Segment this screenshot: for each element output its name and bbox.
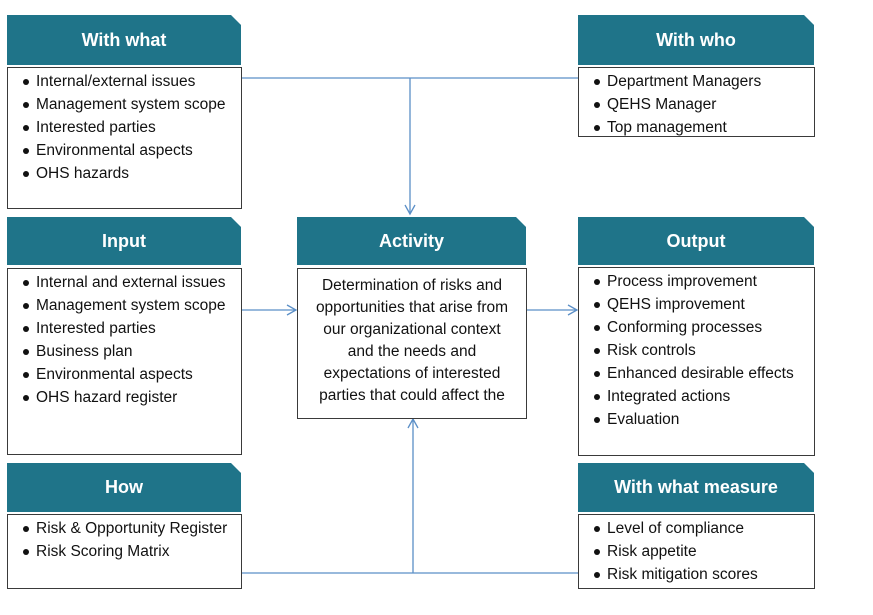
how-list: Risk & Opportunity Register Risk Scoring… bbox=[8, 515, 241, 563]
list-item: Environmental aspects bbox=[23, 139, 229, 162]
list-item: Internal and external issues bbox=[23, 271, 229, 294]
with-what-measure-title: With what measure bbox=[614, 477, 778, 497]
input-box: Internal and external issues Management … bbox=[7, 268, 242, 455]
with-what-box: Internal/external issues Management syst… bbox=[7, 67, 242, 209]
list-item: Level of compliance bbox=[594, 517, 802, 540]
list-item: Process improvement bbox=[594, 270, 802, 293]
list-item: Business plan bbox=[23, 340, 229, 363]
with-what-measure-header: With what measure bbox=[578, 463, 814, 512]
list-item: Department Managers bbox=[594, 70, 802, 93]
list-item: Risk controls bbox=[594, 339, 802, 362]
list-item: Conforming processes bbox=[594, 316, 802, 339]
list-item: QEHS Manager bbox=[594, 93, 802, 116]
list-item: Risk appetite bbox=[594, 540, 802, 563]
list-item: Top management bbox=[594, 116, 802, 136]
list-item: QEHS improvement bbox=[594, 293, 802, 316]
with-who-header: With who bbox=[578, 15, 814, 65]
with-who-title: With who bbox=[656, 29, 736, 50]
input-header: Input bbox=[7, 217, 241, 265]
list-item: Risk & Opportunity Register bbox=[23, 517, 229, 540]
list-item: OHS hazards bbox=[23, 162, 229, 185]
how-header: How bbox=[7, 463, 241, 512]
list-item: Risk mitigation scores bbox=[594, 563, 802, 586]
activity-header: Activity bbox=[297, 217, 526, 265]
list-item: Management system scope bbox=[23, 294, 229, 317]
with-what-list: Internal/external issues Management syst… bbox=[8, 68, 241, 185]
list-item: Internal/external issues bbox=[23, 70, 229, 93]
list-item: Management system scope bbox=[23, 93, 229, 116]
activity-title: Activity bbox=[378, 230, 445, 251]
list-item: OHS hazard register bbox=[23, 386, 229, 409]
with-what-header: With what bbox=[7, 15, 241, 65]
list-item: Enhanced desirable effects bbox=[594, 362, 802, 385]
output-list: Process improvement QEHS improvement Con… bbox=[579, 268, 814, 431]
input-list: Internal and external issues Management … bbox=[8, 269, 241, 409]
how-box: Risk & Opportunity Register Risk Scoring… bbox=[7, 514, 242, 589]
output-box: Process improvement QEHS improvement Con… bbox=[578, 267, 815, 456]
with-who-box: Department Managers QEHS Manager Top man… bbox=[578, 67, 815, 137]
list-item: Interested parties bbox=[23, 317, 229, 340]
list-item: Evaluation bbox=[594, 408, 802, 431]
how-title: How bbox=[105, 477, 143, 497]
with-what-measure-box: Level of compliance Risk appetite Risk m… bbox=[578, 514, 815, 589]
with-who-list: Department Managers QEHS Manager Top man… bbox=[579, 68, 814, 136]
output-title: Output bbox=[666, 230, 726, 251]
list-item: Integrated actions bbox=[594, 385, 802, 408]
list-item: Risk Scoring Matrix bbox=[23, 540, 229, 563]
input-title: Input bbox=[102, 230, 146, 251]
list-item: Environmental aspects bbox=[23, 363, 229, 386]
with-what-title: With what bbox=[81, 29, 167, 50]
output-header: Output bbox=[578, 217, 814, 265]
activity-box: Determination of risks and opportunities… bbox=[297, 268, 527, 419]
with-what-measure-list: Level of compliance Risk appetite Risk m… bbox=[579, 515, 814, 586]
activity-description: Determination of risks and opportunities… bbox=[315, 277, 509, 404]
list-item: Interested parties bbox=[23, 116, 229, 139]
